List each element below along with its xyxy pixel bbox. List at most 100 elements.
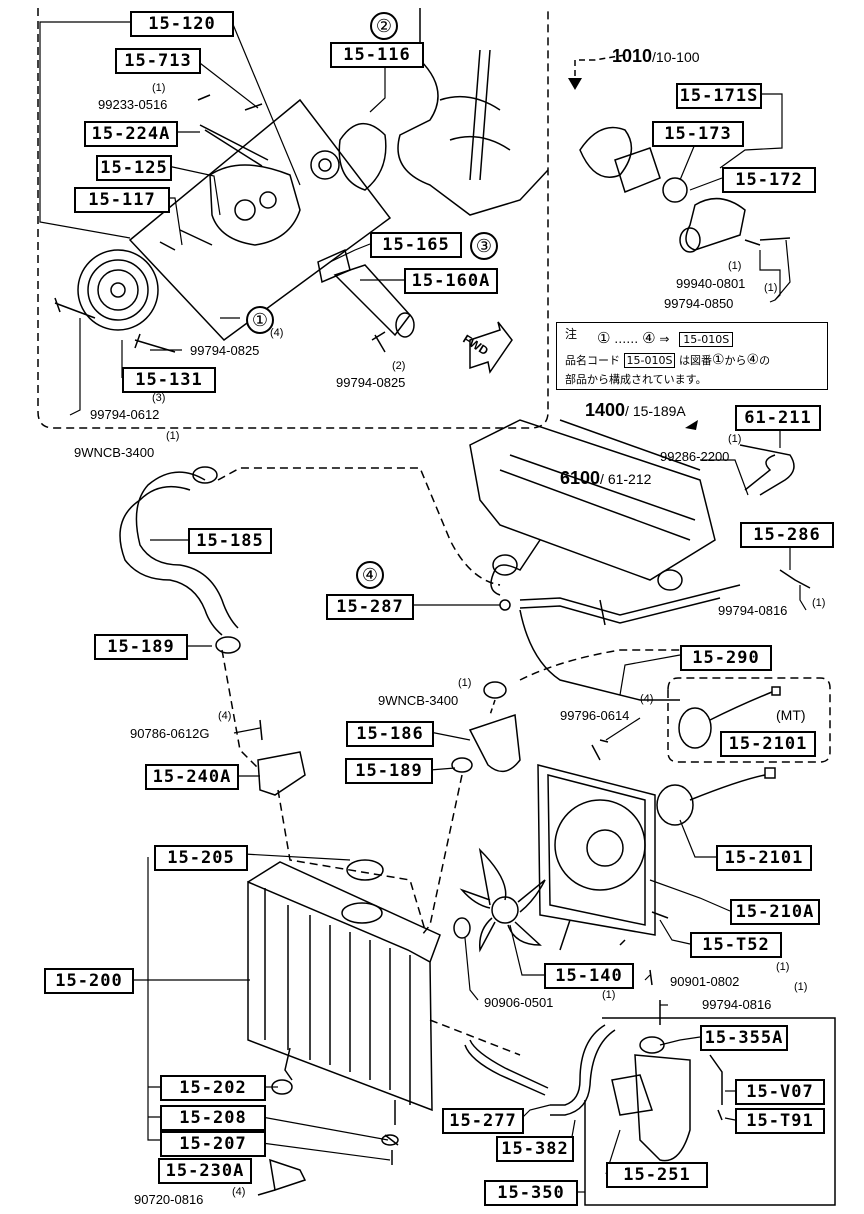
qty-99794-0825-a: (4) [270,327,284,339]
part-box-15-140: 15-140 [544,963,634,989]
part-box-15-160a: 15-160A [404,268,498,294]
note-arrow: ⇒ [659,332,670,346]
part-box-15-189-lower: 15-189 [345,758,433,784]
ref-1400-main: 1400 [585,400,626,420]
note-line-2-kara: から [724,354,747,367]
part-number-99794-0825-a: 99794-0825 [190,343,260,358]
part-box-15-290: 15-290 [680,645,772,671]
part-number-90906-0501: 90906-0501 [484,995,554,1010]
part-box-15-200: 15-200 [44,968,134,994]
part-box-15-185: 15-185 [188,528,272,554]
part-number-99286-2200: 99286-2200 [660,449,730,464]
part-box-15-202: 15-202 [160,1075,266,1101]
circled-number-4: ④ [356,561,384,589]
note-line-2-no: の [759,354,771,367]
circled-number-3: ③ [470,232,498,260]
part-box-15-205: 15-205 [154,845,248,871]
part-number-99794-0850: 99794-0850 [664,296,734,311]
note-line-2-label: 品名コード [565,354,620,367]
qty-90786-0612g: (4) [218,710,232,722]
part-number-99794-0612: 99794-0612 [90,407,160,422]
qty-99796-0614: (4) [640,693,654,705]
ref-6100: 6100/ 61-212 [560,468,651,489]
qty-99794-0816-a: (1) [812,597,826,609]
note-box-15-010s: 15-010S [679,332,734,347]
ref-6100-main: 6100 [560,468,601,488]
qty-99940-0801: (1) [728,260,742,272]
part-box-15-120: 15-120 [130,11,234,37]
part-box-15-277: 15-277 [442,1108,524,1134]
note-dots: …… [614,332,639,346]
part-number-99796-0614: 99796-0614 [560,708,630,723]
part-box-15-189-top: 15-189 [94,634,188,660]
part-box-15-173: 15-173 [652,121,744,147]
qty-99286-2200: (1) [728,433,742,445]
part-box-15-208: 15-208 [160,1105,266,1131]
part-number-99940-0801: 99940-0801 [676,276,746,291]
note-line-2: 品名コード 15-010S は図番①から④の [565,352,770,368]
part-box-15-v07: 15-V07 [735,1079,825,1105]
qty-90906-0501: (1) [602,989,616,1001]
part-number-99794-0816-b: 99794-0816 [702,997,772,1012]
part-box-15-t91: 15-T91 [735,1108,825,1134]
ref-1400-sub: / 15-189A [625,403,686,419]
mt-label: (MT) [776,707,806,723]
part-box-15-355a: 15-355A [700,1025,788,1051]
ref-1010-main: 1010 [612,46,653,66]
part-box-15-350: 15-350 [484,1180,578,1206]
part-box-15-230a: 15-230A [158,1158,252,1184]
part-box-15-251: 15-251 [606,1162,708,1188]
part-number-90901-0802: 90901-0802 [670,974,740,989]
qty-99794-0612: (3) [152,392,166,404]
part-number-9wncb-3400-a: 9WNCB-3400 [74,445,155,460]
part-box-15-713: 15-713 [115,48,201,74]
qty-99794-0816-b: (1) [794,981,808,993]
part-box-15-t52: 15-T52 [690,932,782,958]
qty-9wncb-3400-b: (1) [458,677,472,689]
part-box-15-125: 15-125 [96,155,172,181]
part-box-15-171s: 15-171S [676,83,762,109]
circled-number-2: ② [370,12,398,40]
note-line-2-text: は図番 [678,354,712,367]
part-number-99794-0816-a: 99794-0816 [718,603,788,618]
part-number-9wncb-3400-b: 9WNCB-3400 [378,693,459,708]
qty-90901-0802: (1) [776,961,790,973]
ref-1010: 1010/10-100 [612,46,700,67]
part-number-90720-0816: 90720-0816 [134,1192,204,1207]
part-box-15-210a: 15-210A [730,899,820,925]
part-box-15-2101-mt: 15-2101 [720,731,816,757]
part-box-15-286: 15-286 [740,522,834,548]
note-line-3: 部品から構成されています。 [565,373,707,386]
qty-90720-0816: (4) [232,1186,246,1198]
qty-99233-0516: (1) [152,82,166,94]
part-box-15-207: 15-207 [160,1131,266,1157]
part-box-15-224a: 15-224A [84,121,178,147]
part-box-15-287: 15-287 [326,594,414,620]
qty-9wncb-3400-a: (1) [166,430,180,442]
part-number-99233-0516: 99233-0516 [98,97,168,112]
part-box-15-165: 15-165 [370,232,462,258]
ref-1400: 1400/ 15-189A [585,400,686,421]
circled-number-1: ① [246,306,274,334]
qty-99794-0850: (1) [764,282,778,294]
note-line-2-circle-1: ① [711,352,725,368]
qty-99794-0825-b: (2) [392,360,406,372]
ref-1010-sub: /10-100 [652,49,700,65]
note-circle-1: ① [597,329,611,347]
part-box-15-116: 15-116 [330,42,424,68]
part-box-15-172: 15-172 [722,167,816,193]
note-line-2-box: 15-010S [623,353,676,368]
part-box-15-240a: 15-240A [145,764,239,790]
note-line-1: ① …… ④ ⇒ 15-010S [597,329,734,347]
note-box: 注 ① …… ④ ⇒ 15-010S 品名コード 15-010S は図番①から④… [556,322,828,390]
part-box-15-2101: 15-2101 [716,845,812,871]
part-number-90786-0612g: 90786-0612G [130,726,210,741]
part-box-15-186: 15-186 [346,721,434,747]
ref-6100-sub: / 61-212 [600,471,652,487]
part-box-15-131: 15-131 [122,367,216,393]
part-box-61-211: 61-211 [735,405,821,431]
note-line-2-circle-4: ④ [746,352,760,368]
note-title: 注 [565,327,578,341]
